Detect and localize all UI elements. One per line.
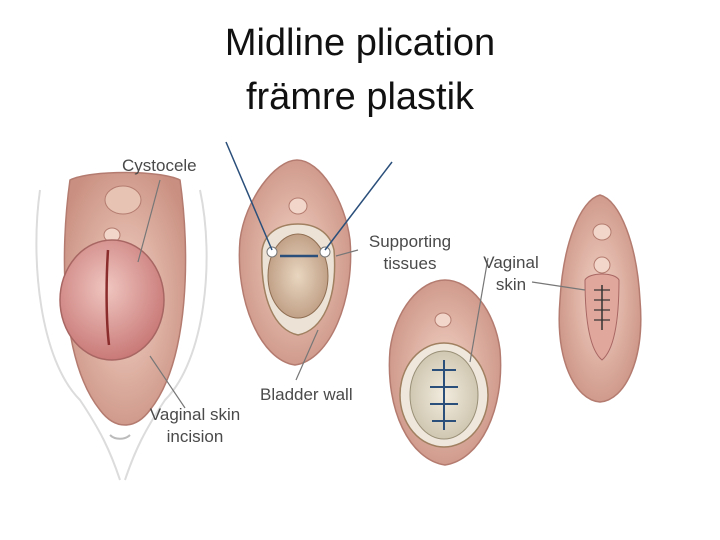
label-vaginal-skin-line1: Vaginal [483, 253, 539, 272]
label-supporting-tissues-line1: Supporting [368, 232, 452, 251]
label-vaginal-skin: Vaginal skin [474, 252, 548, 296]
panel-2-supporting-tissues [238, 159, 352, 366]
title-line-1: Midline plication [224, 22, 496, 64]
label-supporting-tissues: Supporting tissues [356, 231, 464, 275]
label-vaginal-skin-incision-line2: incision [166, 427, 224, 446]
panel-1-cystocele [35, 171, 208, 481]
title-line-2: främre plastik [245, 76, 475, 118]
label-supporting-tissues-line2: tissues [383, 254, 437, 273]
leader-bladder-wall [295, 329, 319, 381]
label-vaginal-skin-incision: Vaginal skin incision [138, 404, 252, 448]
leader-lines [137, 141, 586, 409]
label-cystocele: Cystocele [122, 156, 197, 175]
label-vaginal-skin-line2: skin [495, 275, 527, 294]
leader-supporting-tissues [335, 249, 359, 257]
leader-vaginal-skin [531, 281, 586, 291]
leader-cystocele [137, 179, 161, 263]
label-vaginal-skin-incision-line1: Vaginal skin [149, 405, 241, 424]
panel-3-bladder-wall [388, 279, 502, 466]
retractor-right [324, 161, 393, 251]
leader-vaginal-skin-incision [149, 355, 186, 409]
retractor-left [225, 141, 273, 251]
panel-4-vaginal-skin [558, 194, 642, 403]
leader-bladder-wall-2 [469, 257, 489, 363]
label-bladder-wall: Bladder wall [260, 385, 353, 404]
